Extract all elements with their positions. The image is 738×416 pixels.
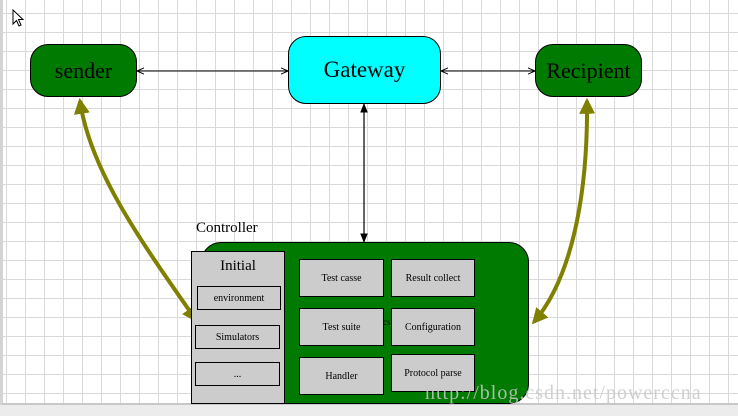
recipient-node[interactable]: Recipient <box>535 44 642 97</box>
initial-item-simulators[interactable]: Simulators <box>195 325 280 349</box>
sender-node[interactable]: sender <box>30 44 137 97</box>
initial-item-more[interactable]: ... <box>195 362 280 386</box>
sender-label: sender <box>54 57 113 83</box>
gateway-label: Gateway <box>323 57 406 82</box>
gateway-node[interactable]: Gateway <box>288 36 441 104</box>
initial-item-environment[interactable]: environment <box>197 286 281 310</box>
module-handler[interactable]: Handler <box>299 357 384 395</box>
initial-title: Initial <box>220 258 256 274</box>
mouse-pointer-icon <box>12 8 26 34</box>
module-configuration[interactable]: Configuration <box>391 308 475 346</box>
module-test-case[interactable]: Test casse <box>299 259 384 297</box>
overlapped-label-stub: cs <box>383 317 391 327</box>
recipient-label: Recipient <box>546 57 631 83</box>
controller-label: Controller <box>196 220 258 236</box>
module-protocol-parse[interactable]: Protocol parse <box>391 354 475 392</box>
module-test-suite[interactable]: Test suite <box>299 308 384 346</box>
watermark: http://blog.csdn.net/powerccna <box>425 382 702 404</box>
initial-panel[interactable]: Initial environment Simulators ... <box>191 251 285 404</box>
module-result-collect[interactable]: Result collect <box>391 259 475 297</box>
